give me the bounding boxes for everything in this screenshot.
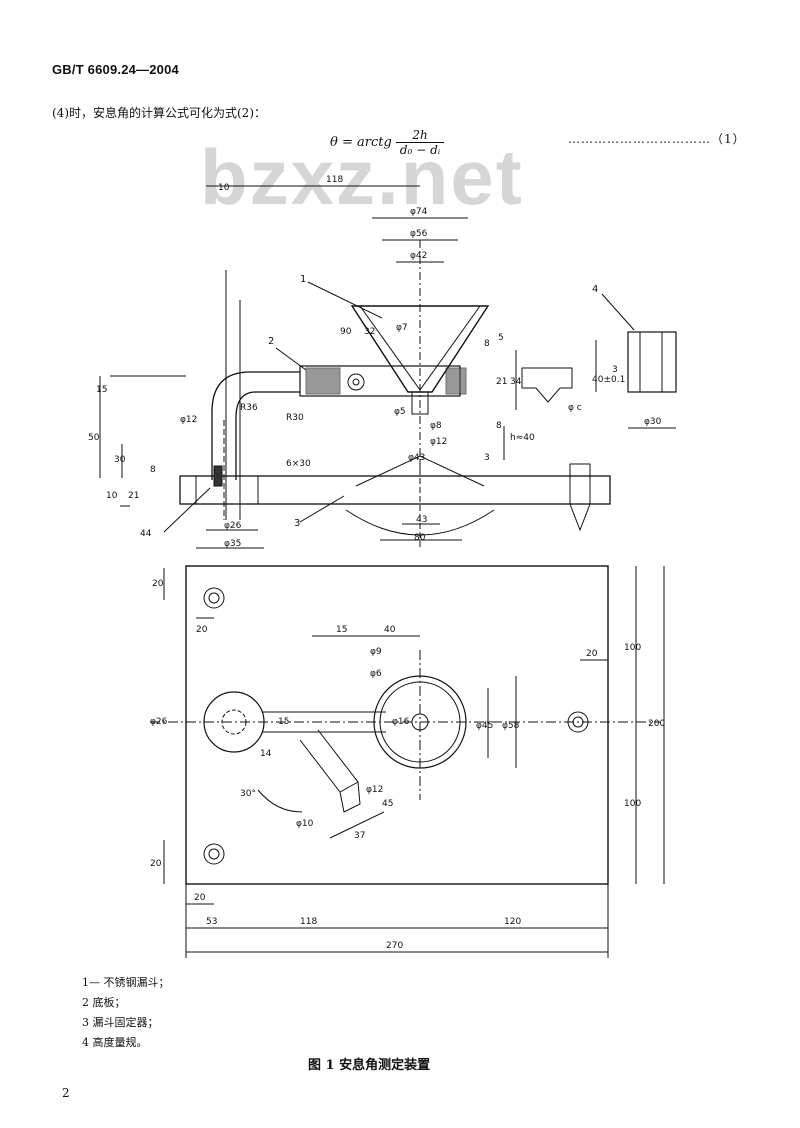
dim-30: 30 <box>114 455 126 465</box>
dim-b-37: 37 <box>354 831 365 841</box>
dim-b-phi9: φ9 <box>370 647 382 657</box>
dim-b-15b: 15 <box>278 717 289 727</box>
legend-item-2: 2 底板； <box>82 996 126 1009</box>
legend-item-1: 1— 不锈钢漏斗； <box>82 976 170 989</box>
dim-44: 44 <box>140 529 152 539</box>
dim-b-30deg: 30° <box>240 789 256 799</box>
dim-R30: R30 <box>286 413 304 423</box>
dim-b-45: 45 <box>382 799 393 809</box>
dim-34: 34 <box>510 377 522 387</box>
dim-b-100a: 100 <box>624 643 641 653</box>
part-label-2: 2 <box>268 336 274 347</box>
part-label-1: 1 <box>300 274 306 285</box>
dim-15: 15 <box>96 385 107 395</box>
dim-phi8: φ8 <box>430 421 442 431</box>
dim-b-20c: 20 <box>586 649 598 659</box>
dim-b-40: 40 <box>384 625 396 635</box>
dim-8c: 8 <box>150 465 156 475</box>
dim-80: 80 <box>414 533 426 543</box>
equation-number: ……………………………（1） <box>568 132 746 146</box>
dim-b-270: 270 <box>386 941 403 951</box>
dim-21: 21 <box>496 377 507 387</box>
dim-b-20a: 20 <box>152 579 164 589</box>
dim-phi35: φ35 <box>224 539 241 549</box>
dim-118-top: 118 <box>326 175 343 185</box>
dim-8: 8 <box>484 339 490 349</box>
dim-b-14: 14 <box>260 749 272 759</box>
dim-90: 90 <box>340 327 352 337</box>
base-plate-plan <box>185 565 609 885</box>
dim-10: 10 <box>218 183 230 193</box>
part-label-3: 3 <box>294 518 300 529</box>
dim-3: 3 <box>484 453 490 463</box>
dim-32: 32 <box>364 327 375 337</box>
dim-b-phi26: φ26 <box>150 717 168 727</box>
dim-50: 50 <box>88 433 100 443</box>
dim-b-200: 200 <box>648 719 665 729</box>
dim-10b: 10 <box>106 491 118 501</box>
dim-b-15: 15 <box>336 625 347 635</box>
dim-phi7: φ7 <box>396 323 408 333</box>
formula: θ = arctg 2h d₀ − dᵢ <box>330 128 445 157</box>
legend-item-4: 4 高度量规。 <box>82 1036 148 1049</box>
dim-21b: 21 <box>128 491 139 501</box>
dim-b-118: 118 <box>300 917 317 927</box>
dim-phi30: φ30 <box>644 417 662 427</box>
dim-b-53: 53 <box>206 917 217 927</box>
dim-b-20d: 20 <box>150 859 162 869</box>
dim-b-120: 120 <box>504 917 521 927</box>
intro-text: (4)时，安息角的计算公式可化为式(2)： <box>52 106 266 120</box>
dim-R36: R36 <box>240 403 258 413</box>
dim-phi26: φ26 <box>224 521 242 531</box>
page-number: 2 <box>62 1086 70 1100</box>
dim-43: 43 <box>416 515 427 525</box>
dim-phi12: φ12 <box>430 437 447 447</box>
dim-b-phi12: φ12 <box>366 785 383 795</box>
dim-6x30: 6×30 <box>286 459 311 469</box>
dim-phic: φ c <box>568 403 582 413</box>
dim-40pm: 40±0.1 <box>592 375 625 385</box>
dim-b-20e: 20 <box>194 893 206 903</box>
dim-b-phi45: φ45 <box>476 721 493 731</box>
dim-b-phi6: φ6 <box>370 669 382 679</box>
dim-b-phi10: φ10 <box>296 819 314 829</box>
dim-8b: 8 <box>496 421 502 431</box>
standard-header: GB/T 6609.24—2004 <box>52 62 179 77</box>
figure-caption: 图 1 安息角测定装置 <box>308 1058 431 1073</box>
funnel <box>350 240 490 470</box>
dim-phi74: φ74 <box>410 207 428 217</box>
dim-phi5: φ5 <box>394 407 406 417</box>
part-label-4: 4 <box>592 284 598 295</box>
dim-phi42: φ42 <box>410 251 427 261</box>
dim-b-phi16: φ16 <box>392 717 410 727</box>
dim-h40: h≈40 <box>510 433 535 443</box>
dim-b-100b: 100 <box>624 799 641 809</box>
dim-phi56: φ56 <box>410 229 428 239</box>
dim-5: 5 <box>498 333 504 343</box>
dim-b-phi58: φ58 <box>502 721 520 731</box>
watermark: bzxz.net <box>200 133 524 221</box>
dim-phi43: φ43 <box>408 453 425 463</box>
dim-b-20b: 20 <box>196 625 208 635</box>
dim-3b: 3 <box>612 365 618 375</box>
legend-item-3: 3 漏斗固定器； <box>82 1016 159 1029</box>
dim-phi12b: φ12 <box>180 415 197 425</box>
